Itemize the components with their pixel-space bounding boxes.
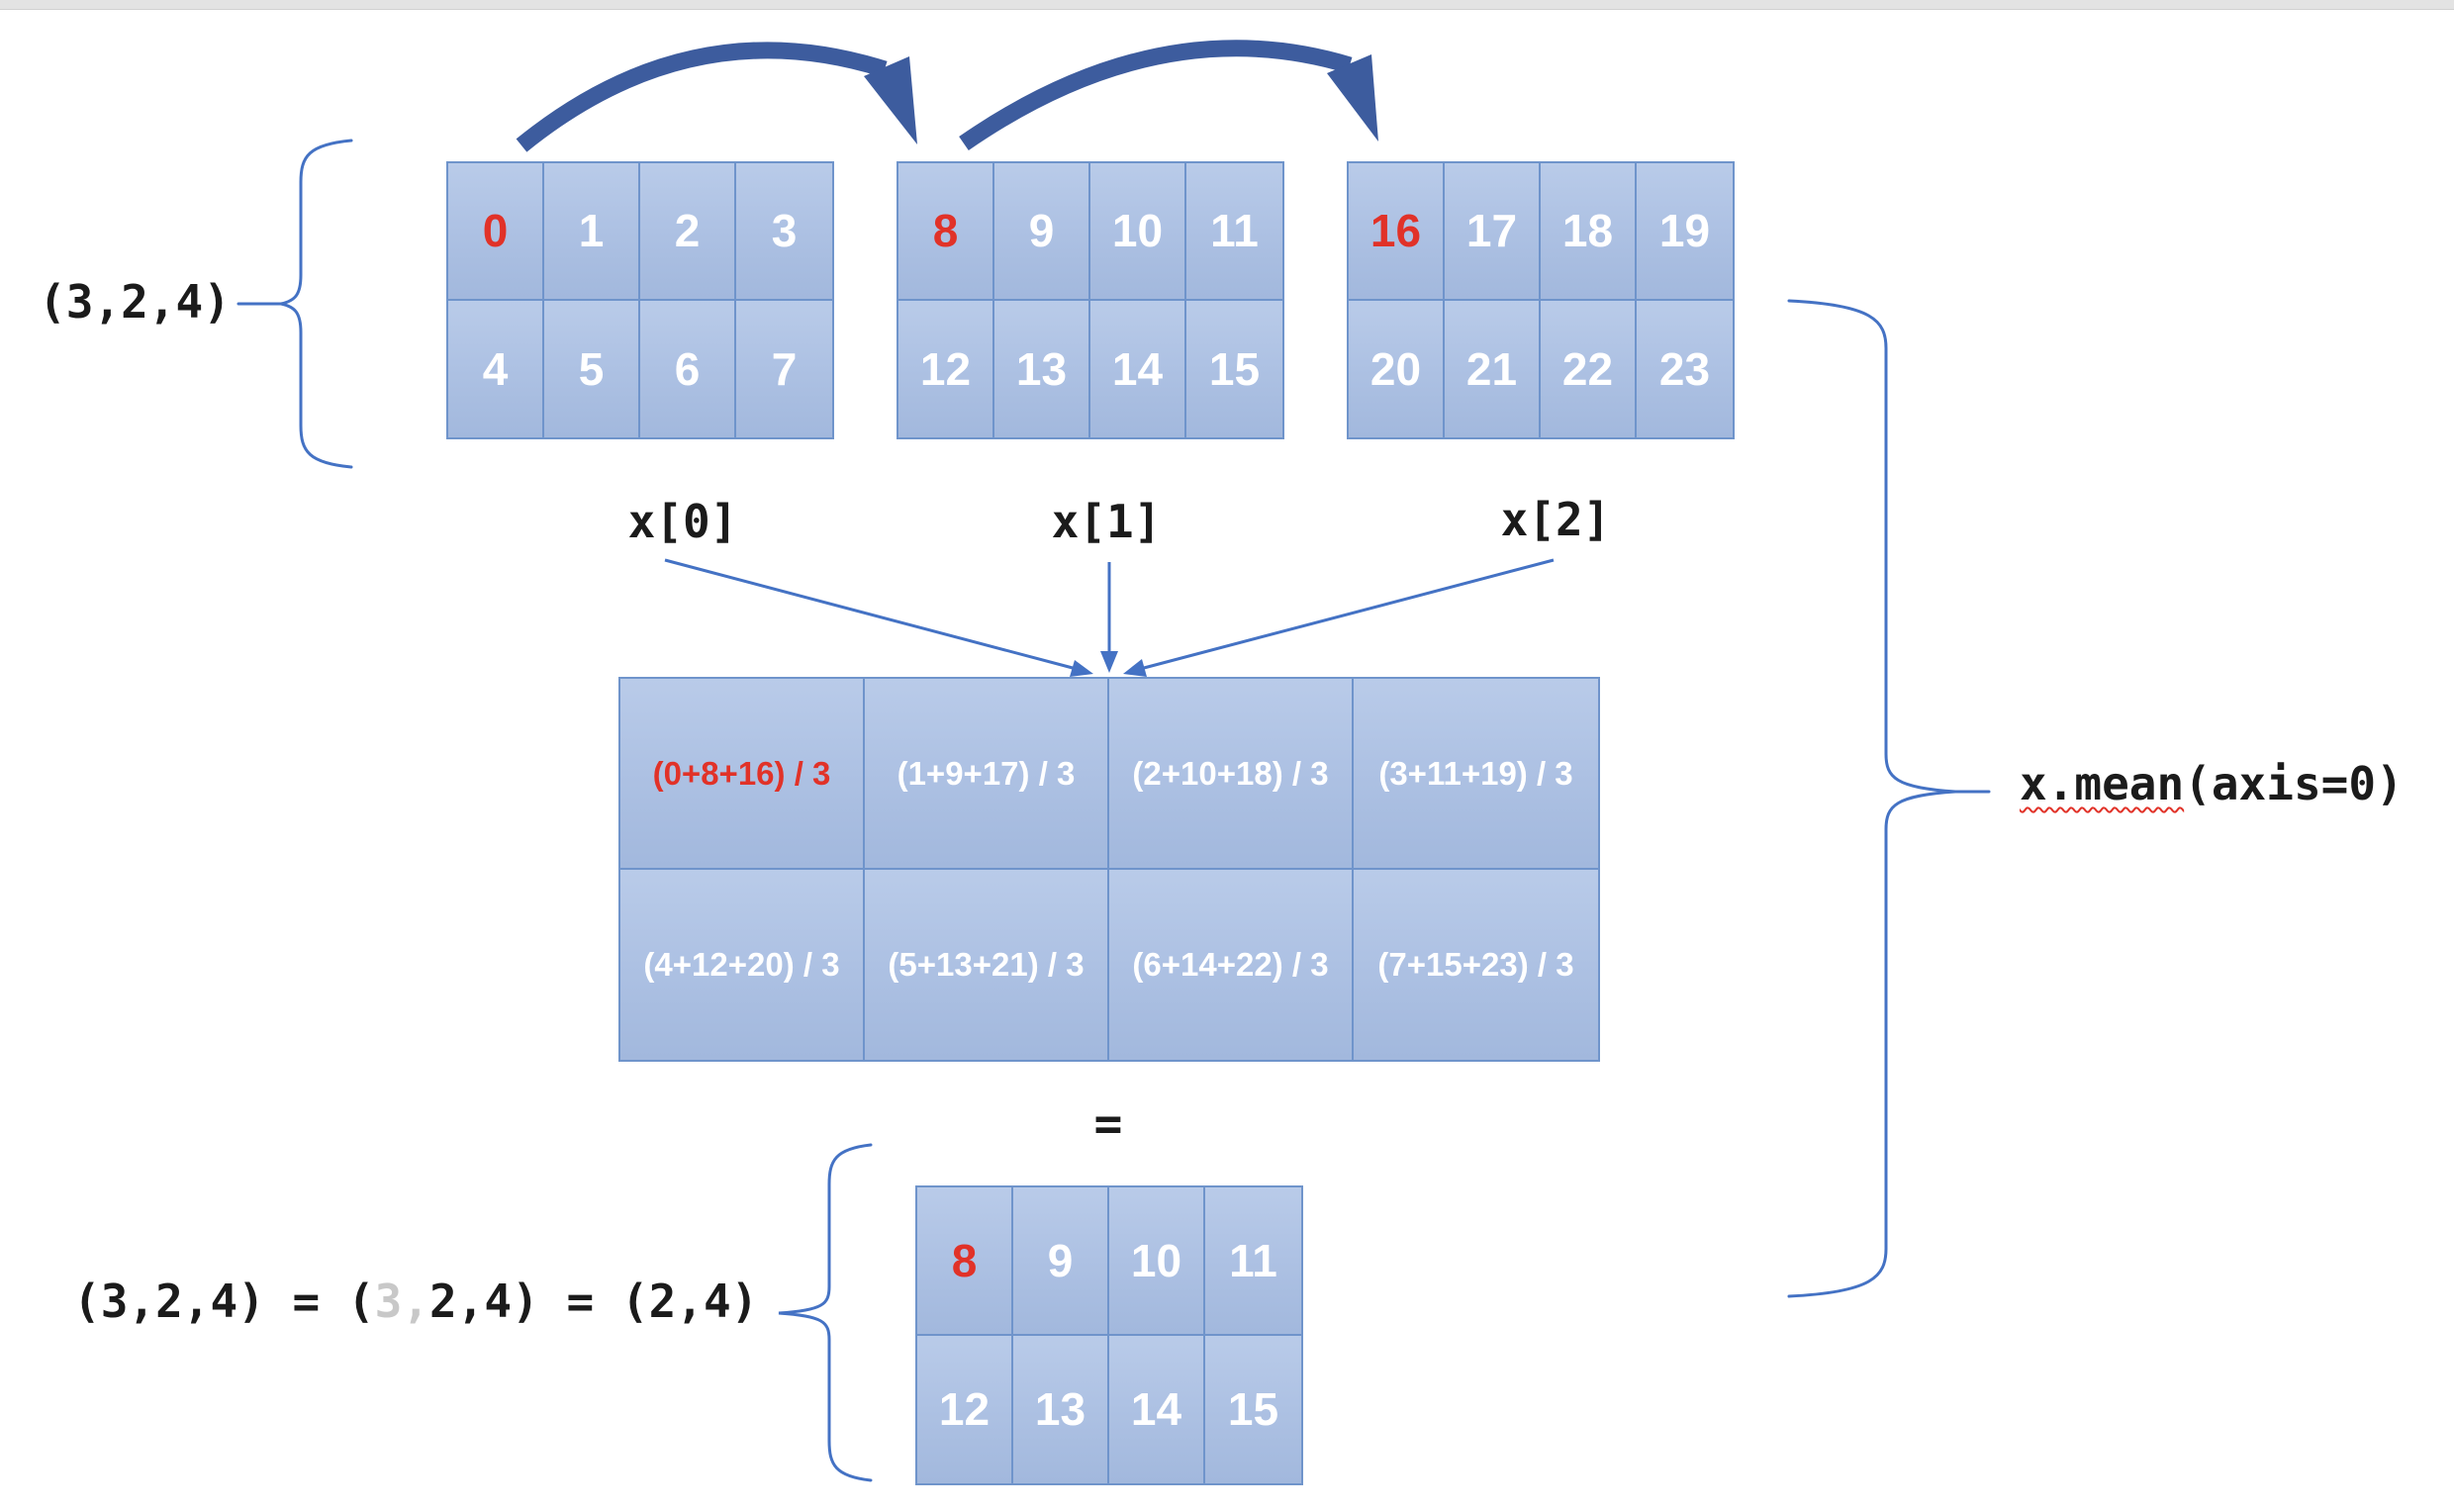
matrix-cell: 9 — [1013, 1187, 1109, 1336]
matrix-cell: 9 — [994, 163, 1090, 301]
equation-faded-axis: 3, — [374, 1275, 430, 1328]
matrix-x0: 0 1 2 3 4 5 6 7 — [446, 161, 834, 439]
result-brace-icon — [778, 1143, 873, 1482]
matrix-cell: 16 — [1349, 163, 1445, 301]
curved-arrow-icons — [516, 40, 1378, 152]
matrix-cell: 18 — [1541, 163, 1637, 301]
mean-call-underlined: x.mean — [2020, 757, 2185, 810]
matrix-x2: 16 17 18 19 20 21 22 23 — [1347, 161, 1735, 439]
matrix-cell: (2+10+18) / 3 — [1109, 679, 1354, 870]
matrix-cell: 5 — [544, 300, 640, 437]
label-x0: x[0] — [627, 495, 738, 548]
connector-arrow-icons — [664, 558, 1555, 677]
matrix-cell: 10 — [1109, 1187, 1205, 1336]
matrix-cell: 12 — [898, 300, 994, 437]
matrix-cell: 13 — [1013, 1335, 1109, 1483]
matrix-cell: 20 — [1349, 300, 1445, 437]
matrix-cell: 17 — [1445, 163, 1541, 301]
matrix-cell: (4+12+20) / 3 — [620, 869, 865, 1060]
matrix-cell: 1 — [544, 163, 640, 301]
curved-arrow-2-head — [1327, 54, 1378, 142]
matrix-cell: 15 — [1205, 1335, 1301, 1483]
matrix-cell: (1+9+17) / 3 — [865, 679, 1109, 870]
matrix-cell: 3 — [736, 163, 832, 301]
matrix-cell: 10 — [1090, 163, 1186, 301]
matrix-cell: 23 — [1637, 300, 1733, 437]
equation-black-left: (3,2,4) = ( — [73, 1275, 375, 1328]
matrix-cell: 19 — [1637, 163, 1733, 301]
matrix-cell: 15 — [1186, 300, 1282, 437]
matrix-cell: 22 — [1541, 300, 1637, 437]
equation-black-right: 2,4) = (2,4) — [429, 1275, 759, 1328]
mean-call-code: x.mean(axis=0) — [2020, 757, 2404, 810]
matrix-cell: 8 — [917, 1187, 1013, 1336]
connector-arrow-x2 — [1143, 558, 1555, 670]
matrix-cell: 14 — [1109, 1335, 1205, 1483]
matrix-result: 8 9 10 11 12 13 14 15 — [915, 1185, 1303, 1485]
matrix-cell: 13 — [994, 300, 1090, 437]
equals-sign: = — [1093, 1096, 1123, 1152]
matrix-cell: 11 — [1205, 1187, 1301, 1336]
matrix-cell: (6+14+22) / 3 — [1109, 869, 1354, 1060]
shape-reduction-equation: (3,2,4) = (3,2,4) = (2,4) — [73, 1275, 758, 1328]
mean-call-rest: (axis=0) — [2184, 757, 2404, 810]
curved-arrow-2 — [959, 40, 1353, 150]
matrix-x1: 8 9 10 11 12 13 14 15 — [897, 161, 1284, 439]
top-edge-bar — [0, 0, 2454, 10]
matrix-cell: (7+15+23) / 3 — [1354, 869, 1598, 1060]
label-x2: x[2] — [1500, 493, 1611, 546]
curved-arrow-1 — [516, 42, 888, 152]
connector-arrow-x0 — [664, 558, 1074, 670]
matrix-cell: 8 — [898, 163, 994, 301]
matrix-cell: (0+8+16) / 3 — [620, 679, 865, 870]
curved-arrow-1-head — [864, 56, 917, 144]
matrix-cell: 11 — [1186, 163, 1282, 301]
matrix-cell: (5+13+21) / 3 — [865, 869, 1109, 1060]
matrix-cell: 21 — [1445, 300, 1541, 437]
left-brace-icon — [236, 139, 353, 469]
matrix-cell: 2 — [640, 163, 736, 301]
shape-tuple-label: (3,2,4) — [39, 275, 231, 329]
matrix-cell: 0 — [448, 163, 544, 301]
matrix-cell: 4 — [448, 300, 544, 437]
matrix-cell: (3+11+19) / 3 — [1354, 679, 1598, 870]
matrix-cell: 6 — [640, 300, 736, 437]
matrix-cell: 7 — [736, 300, 832, 437]
right-brace-icon — [1787, 299, 1991, 1298]
matrix-mean-formulas: (0+8+16) / 3 (1+9+17) / 3 (2+10+18) / 3 … — [618, 677, 1600, 1062]
label-x1: x[1] — [1051, 495, 1162, 548]
matrix-cell: 12 — [917, 1335, 1013, 1483]
matrix-cell: 14 — [1090, 300, 1186, 437]
